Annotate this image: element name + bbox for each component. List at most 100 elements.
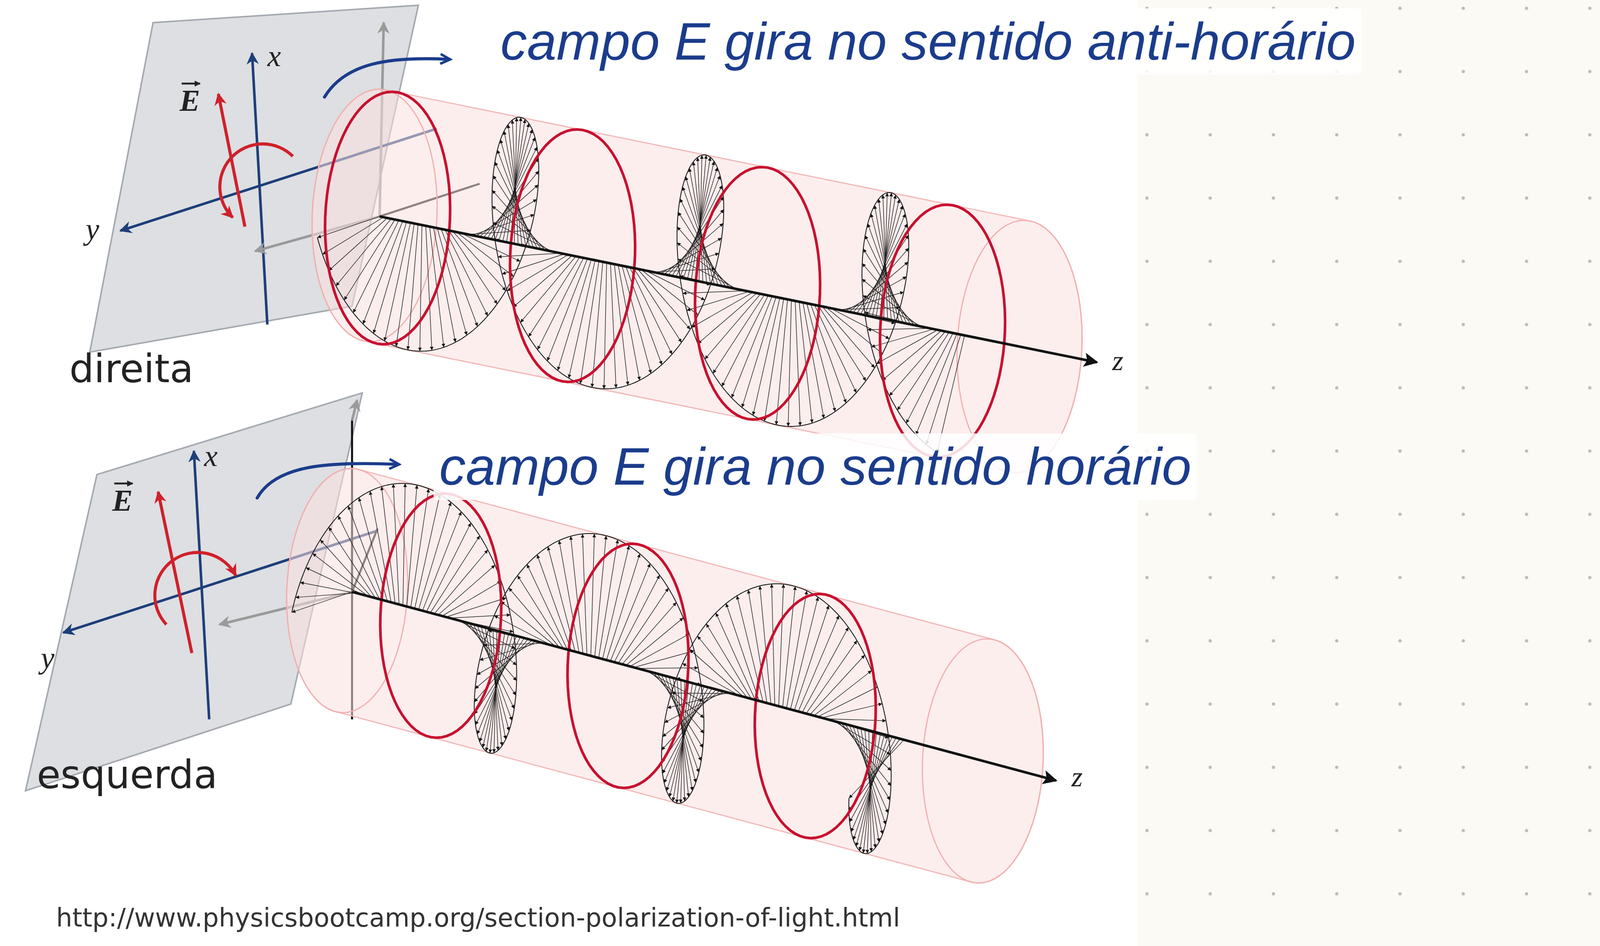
field-arrow xyxy=(328,527,376,598)
field-arrow xyxy=(590,534,595,657)
field-arrow xyxy=(352,220,399,313)
field-arrow xyxy=(338,515,380,600)
field-arrow xyxy=(410,488,429,608)
field-arrow xyxy=(513,255,572,308)
cylinder-end xyxy=(286,468,408,713)
helix-curve xyxy=(317,117,938,453)
field-arrow xyxy=(906,332,953,424)
field-arrow xyxy=(528,257,580,337)
field-arrow xyxy=(479,184,539,238)
field-arrow xyxy=(580,261,599,385)
field-arrow xyxy=(721,295,769,387)
source-caption: http://www.physicsbootcamp.org/section-p… xyxy=(56,901,901,934)
field-arrow xyxy=(537,257,584,350)
axis-label: x xyxy=(203,436,218,475)
field-arrow xyxy=(806,640,857,714)
field-arrow xyxy=(752,298,780,416)
field-arrow xyxy=(741,297,776,408)
field-arrow xyxy=(448,230,498,305)
field-arrow xyxy=(795,300,801,426)
field-arrow xyxy=(652,269,716,273)
field-arrow xyxy=(582,534,588,656)
field-vector xyxy=(158,492,192,654)
handwritten-note: campo E gira no sentido horário xyxy=(433,433,1197,500)
cylinder-end xyxy=(311,89,438,342)
field-arrow xyxy=(848,739,904,799)
field-arrow xyxy=(441,581,502,617)
field-arrow xyxy=(598,539,618,658)
field-arrow xyxy=(698,293,758,345)
field-arrow xyxy=(614,575,660,663)
field-arrow xyxy=(426,522,471,612)
field-arrow xyxy=(764,298,784,421)
field-arrow xyxy=(867,328,930,330)
field-arrow xyxy=(618,264,640,381)
axis-label: z xyxy=(1112,342,1124,379)
field-arrow xyxy=(474,640,532,690)
field-arrow xyxy=(677,258,738,290)
helix-curve xyxy=(291,483,892,854)
field-arrow xyxy=(559,540,580,653)
field-arrow xyxy=(603,262,607,389)
grey-axis xyxy=(352,400,358,421)
field-arrow xyxy=(317,216,380,238)
field-arrow xyxy=(618,588,669,664)
field-arrow xyxy=(348,506,384,601)
field-arrow xyxy=(446,597,507,617)
field-arrow xyxy=(625,266,662,365)
field-arrow xyxy=(305,567,364,596)
field-arrow xyxy=(537,554,572,651)
field-arrow xyxy=(810,304,847,403)
field-arrow xyxy=(370,491,392,603)
field-arrow xyxy=(610,563,651,662)
field-arrow xyxy=(425,225,432,351)
field-arrow xyxy=(483,643,544,646)
field-arrow xyxy=(494,615,552,646)
field-arrow xyxy=(915,333,957,435)
axis-label: x xyxy=(267,36,281,75)
hand-arrow xyxy=(324,58,449,97)
field-arrow xyxy=(630,634,690,667)
field-arrow xyxy=(497,253,561,258)
field-arrow xyxy=(422,511,462,611)
field-arrow xyxy=(493,222,553,252)
field-arrow xyxy=(568,260,596,379)
field-arrow xyxy=(420,224,422,352)
field-arrow xyxy=(606,553,640,660)
field-arrow xyxy=(527,564,568,650)
rotation-arc xyxy=(155,552,237,625)
field-arrow xyxy=(291,591,353,613)
handwritten-note: campo E gira no sentido anti-horário xyxy=(494,8,1362,75)
vector-label: E xyxy=(112,481,133,520)
field-arrow xyxy=(610,263,617,389)
z-axis xyxy=(352,591,1057,781)
field-arrow xyxy=(547,258,588,362)
field-arrow xyxy=(799,301,813,424)
field-arrow xyxy=(402,483,406,606)
field-arrow xyxy=(806,303,836,412)
field-arrow xyxy=(625,617,684,666)
field-arrow xyxy=(810,655,866,715)
field-vector xyxy=(218,94,245,227)
field-arrow xyxy=(295,593,357,598)
field-arrow xyxy=(396,223,415,347)
field-arrow xyxy=(715,613,756,701)
vector-accents xyxy=(114,83,200,484)
field-arrow xyxy=(406,485,418,607)
field-arrow xyxy=(328,217,388,271)
field-arrow xyxy=(363,221,403,325)
field-arrow xyxy=(778,584,784,707)
vector-label: E xyxy=(179,81,201,120)
field-arrow xyxy=(813,670,872,716)
axis-label: z xyxy=(1071,759,1083,795)
field-arrow xyxy=(660,237,722,274)
field-arrow xyxy=(682,291,746,294)
field-arrow xyxy=(662,690,720,737)
panel-label: esquerda xyxy=(36,751,218,800)
field-arrow xyxy=(814,305,857,394)
field-arrow xyxy=(594,535,606,658)
field-arrow xyxy=(656,253,719,273)
field-arrow xyxy=(622,265,651,374)
field-arrow xyxy=(731,296,773,398)
